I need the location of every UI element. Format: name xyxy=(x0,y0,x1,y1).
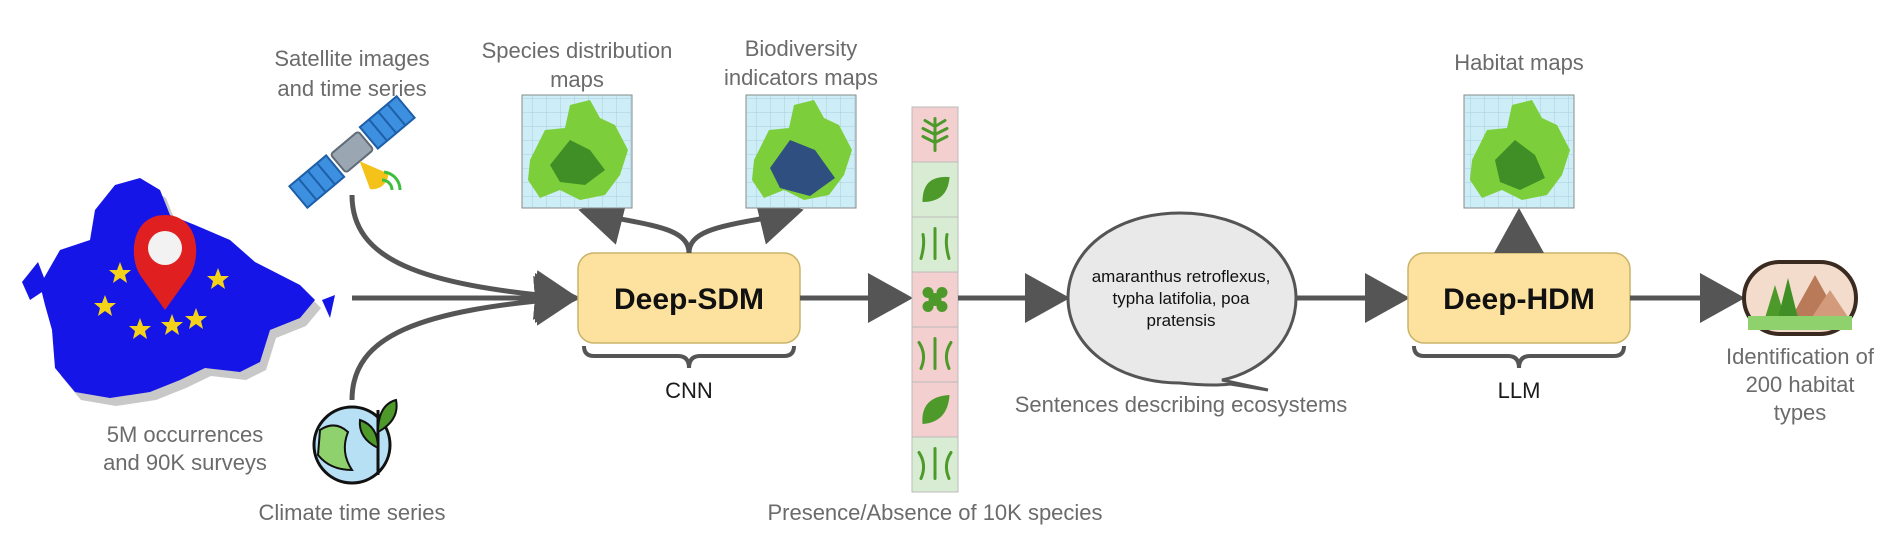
deep-sdm-label: Deep-SDM xyxy=(614,283,764,316)
llm-brace xyxy=(1412,345,1626,369)
habitat-map-thumbnail xyxy=(1463,94,1575,209)
species-cell xyxy=(911,381,959,438)
species-maps-arrow xyxy=(578,196,692,254)
satellite-label-1: Satellite images xyxy=(274,46,429,71)
cnn-brace xyxy=(582,345,796,369)
cnn-label: CNN xyxy=(665,378,713,403)
plant-icon xyxy=(921,117,949,152)
habitat-maps-label: Habitat maps xyxy=(1454,50,1584,75)
biodiversity-label-1: Biodiversity xyxy=(745,36,857,61)
biodiversity-label-2: indicators maps xyxy=(724,65,878,90)
occurrences-label-1: 5M occurrences xyxy=(107,422,264,447)
biodiversity-map-thumbnail xyxy=(745,94,857,209)
plant-icon xyxy=(922,394,950,425)
location-pin-icon xyxy=(133,215,197,310)
species-cell xyxy=(911,216,959,273)
plant-icon xyxy=(922,176,950,203)
sentence-bubble xyxy=(1066,211,1298,392)
sentence-line-2: typha latifolia, poa xyxy=(1112,289,1250,308)
species-cell xyxy=(911,436,959,493)
sentence-line-3: pratensis xyxy=(1147,311,1216,330)
deep-hdm-label: Deep-HDM xyxy=(1443,283,1595,316)
occurrences-label-2: and 90K surveys xyxy=(103,450,267,475)
species-cell xyxy=(911,271,959,328)
satellite-label-2: and time series xyxy=(277,76,426,101)
species-cell xyxy=(911,326,959,383)
climate-icon xyxy=(312,398,398,485)
europe-map-icon xyxy=(22,178,335,406)
species-maps-label-2: maps xyxy=(550,67,604,92)
result-label-2: 200 habitat xyxy=(1746,372,1855,397)
satellite-icon xyxy=(287,94,417,210)
sentence-line-1: amaranthus retroflexus, xyxy=(1092,267,1271,286)
species-column xyxy=(911,106,959,493)
result-label-1: Identification of xyxy=(1726,344,1875,369)
plant-icon xyxy=(917,447,953,480)
climate-label: Climate time series xyxy=(258,500,445,525)
plant-icon xyxy=(917,337,953,370)
species-cell xyxy=(911,161,959,218)
result-label-3: types xyxy=(1774,400,1827,425)
plant-icon xyxy=(919,227,951,260)
species-caption: Presence/Absence of 10K species xyxy=(767,500,1102,525)
satellite-arrow xyxy=(349,194,580,320)
sentence-caption: Sentences describing ecosystems xyxy=(1015,392,1348,417)
plant-icon xyxy=(922,287,948,312)
species-cell xyxy=(911,106,959,163)
species-maps-label-1: Species distribution xyxy=(482,38,673,63)
climate-arrow xyxy=(349,275,580,401)
llm-label: LLM xyxy=(1498,378,1541,403)
habitat-icon xyxy=(1742,260,1858,336)
biodiversity-maps-arrow xyxy=(686,195,804,254)
species-map-thumbnail xyxy=(521,94,633,209)
